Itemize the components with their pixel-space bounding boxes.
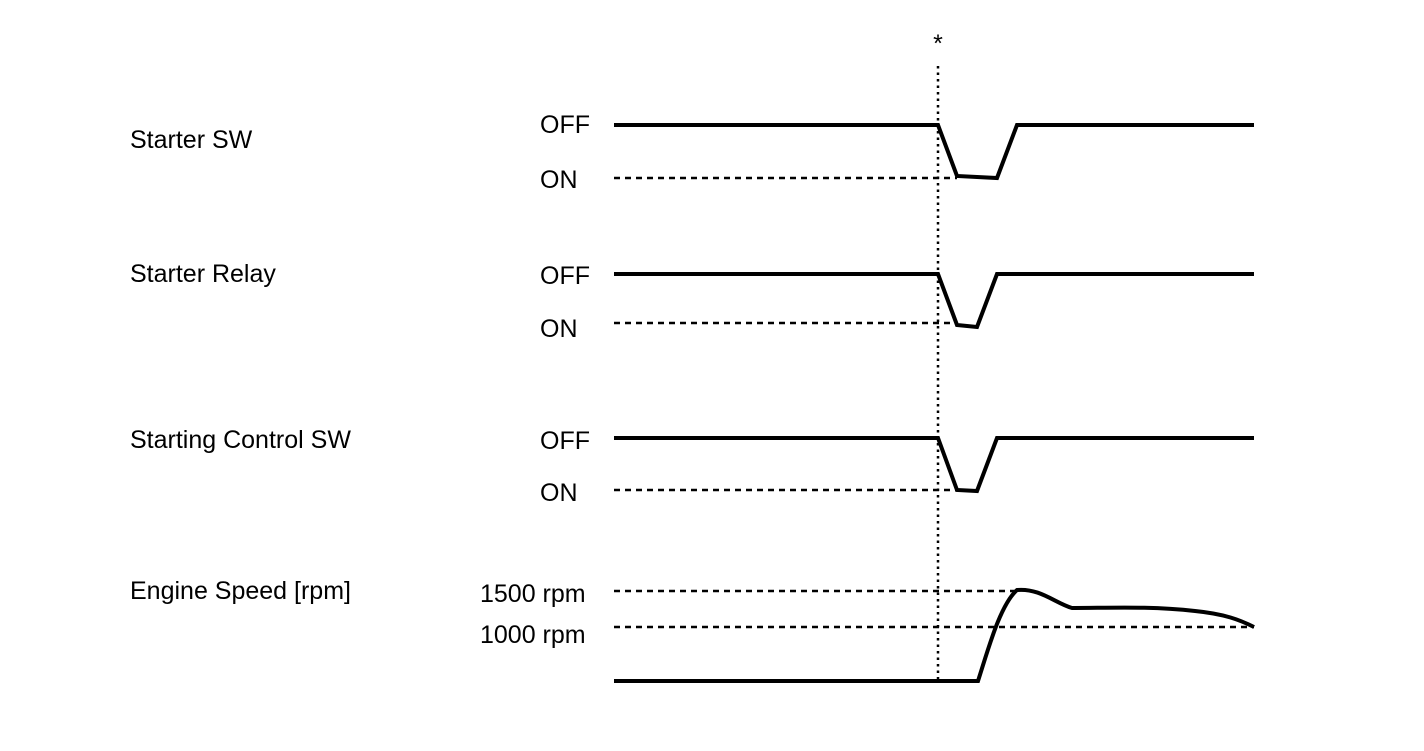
rpm-label-1000: 1000 rpm bbox=[480, 621, 586, 649]
starting-control-sw-waveform bbox=[614, 436, 1254, 494]
level-label-off: OFF bbox=[540, 111, 590, 139]
signal-label-starter-sw: Starter SW bbox=[130, 126, 253, 154]
rpm-label-1500: 1500 rpm bbox=[480, 580, 586, 608]
signal-label-starter-relay: Starter Relay bbox=[130, 260, 276, 288]
signal-engine-speed: Engine Speed [rpm] 1500 rpm 1000 rpm bbox=[130, 577, 1255, 683]
starter-relay-waveform bbox=[614, 272, 1254, 330]
signal-starting-control-sw: Starting Control SW OFF ON bbox=[130, 426, 1254, 507]
starter-sw-waveform bbox=[614, 123, 1254, 181]
level-label-on: ON bbox=[540, 479, 578, 507]
signal-label-starting-control-sw: Starting Control SW bbox=[130, 426, 351, 454]
engine-speed-waveform bbox=[614, 587, 1255, 683]
signal-starter-relay: Starter Relay OFF ON bbox=[130, 260, 1254, 343]
level-label-off: OFF bbox=[540, 427, 590, 455]
level-label-on: ON bbox=[540, 315, 578, 343]
signal-label-engine-speed: Engine Speed [rpm] bbox=[130, 577, 351, 605]
signal-starter-sw: Starter SW OFF ON bbox=[130, 111, 1254, 194]
marker-asterisk: * bbox=[933, 30, 943, 58]
level-label-on: ON bbox=[540, 166, 578, 194]
level-label-off: OFF bbox=[540, 262, 590, 290]
